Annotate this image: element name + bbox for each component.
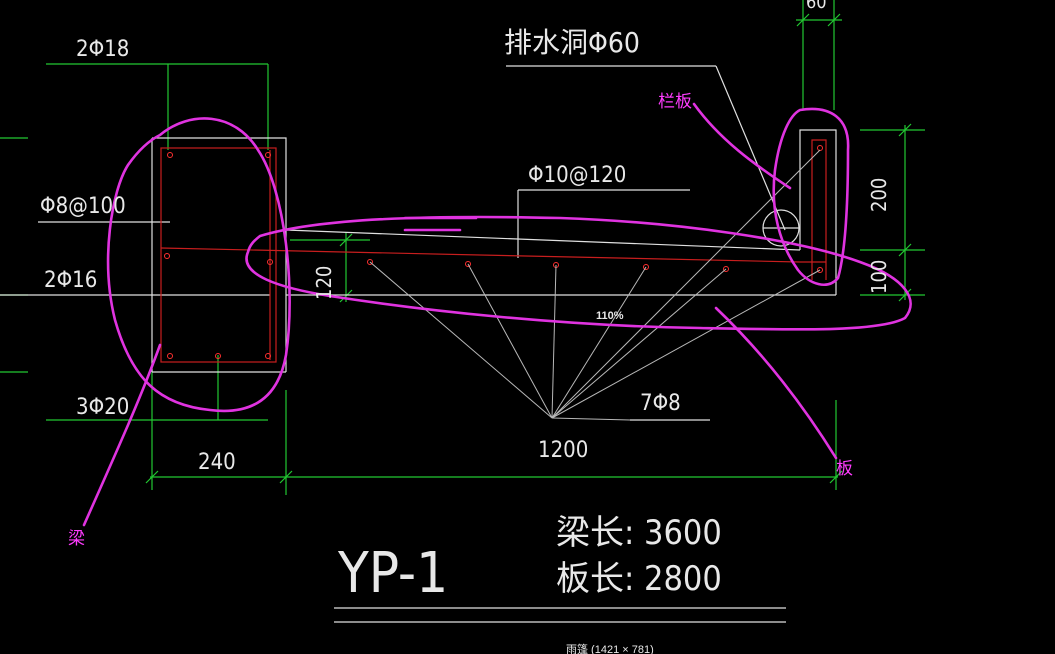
parapet-bottom-label: 100	[867, 260, 891, 294]
image-caption: 雨篷 (1421 × 781)	[566, 642, 654, 654]
beam-length-label: 梁长: 3600	[556, 513, 722, 553]
stirrup-label: Φ8@100	[40, 194, 126, 219]
slab-thickness-label: 120	[312, 266, 336, 300]
slab-rebar-label: Φ10@120	[528, 163, 626, 188]
drain-hole-label: 排水洞Φ60	[504, 26, 640, 59]
distribution-bars-label: 7Φ8	[640, 391, 681, 416]
hand-annotations	[82, 102, 912, 527]
parapet-height-label: 200	[867, 178, 891, 212]
beam-mid-rebar-label: 2Φ16	[44, 268, 97, 293]
slab-pointer	[714, 306, 838, 460]
beam-annotation: 梁	[68, 529, 85, 549]
rebar-dots	[164, 145, 823, 359]
parapet-circle	[772, 107, 850, 286]
slab-length-label: 板长: 2800	[556, 559, 722, 599]
beam-width-label: 240	[198, 450, 236, 475]
slab-loop	[245, 215, 912, 331]
beam-pointer	[82, 343, 162, 527]
beam-circle	[106, 117, 291, 413]
slab-annotation: 板	[836, 459, 853, 479]
rebar	[160, 139, 827, 363]
dimension-lines	[0, 0, 925, 495]
concrete-outline	[0, 65, 837, 623]
slab-stroke	[403, 216, 478, 232]
zoom-label: 110%	[596, 310, 624, 322]
parapet-pointer	[692, 102, 792, 190]
beam-top-rebar-label: 2Φ18	[76, 37, 129, 62]
top-right-dim-label: 60	[806, 0, 827, 13]
cantilever-length-label: 1200	[538, 438, 588, 463]
beam-bottom-rebar-label: 3Φ20	[76, 395, 129, 420]
distribution-bar-leaders	[369, 149, 821, 421]
drawing-title: YP-1	[337, 541, 448, 606]
parapet-annotation: 栏板	[658, 92, 692, 112]
